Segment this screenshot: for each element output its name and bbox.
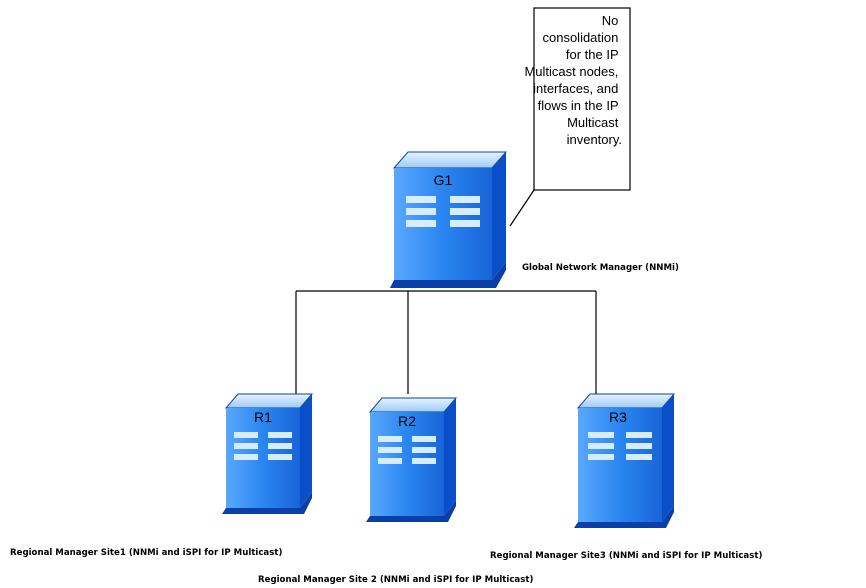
server-icon <box>574 393 676 528</box>
server-caption: Regional Manager Site 2 (NNMi and iSPI f… <box>258 575 533 585</box>
callout-line: Multicast <box>567 115 619 130</box>
connector-lines <box>295 189 597 394</box>
callout-line: No <box>602 13 619 28</box>
callout-pointer <box>509 189 535 227</box>
server-label: G1 <box>434 172 453 188</box>
callout-note: No consolidation for the IP Multicast no… <box>524 7 631 191</box>
callout-line: for the IP <box>566 47 619 62</box>
server-r2: R2 <box>366 397 458 522</box>
callout-line: flows in the IP <box>538 98 619 113</box>
server-label: R2 <box>398 413 416 429</box>
svg-text:No consolidation f: No consolidation for the IP Multicast no… <box>524 13 622 147</box>
server-icon <box>366 397 458 522</box>
callout-box <box>533 7 631 191</box>
server-r3: R3 <box>574 393 676 528</box>
server-caption: Regional Manager Site1 (NNMi and iSPI fo… <box>10 548 282 558</box>
server-icon <box>222 393 314 514</box>
callout-line: inventory. <box>567 132 622 147</box>
server-r1: R1 <box>222 393 314 514</box>
callout-line: interfaces, and <box>533 81 618 96</box>
callout-line: Multicast nodes, <box>524 64 618 79</box>
server-label: R3 <box>609 409 627 425</box>
server-icon <box>390 151 508 288</box>
server-g1: G1 <box>390 151 508 288</box>
server-caption: Global Network Manager (NNMi) <box>522 263 679 273</box>
callout-line: consolidation <box>542 30 618 45</box>
server-caption: Regional Manager Site3 (NNMi and iSPI fo… <box>490 551 762 561</box>
server-label: R1 <box>254 409 272 425</box>
